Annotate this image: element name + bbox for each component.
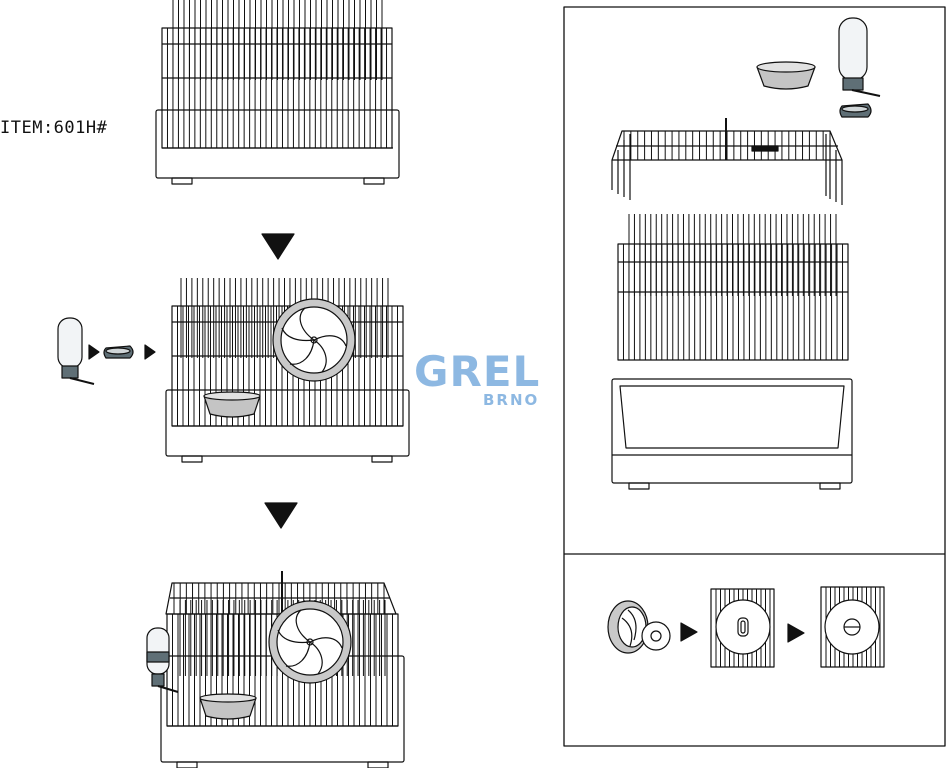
- brand-name: GREL: [414, 347, 541, 396]
- arrow-right-icon: [680, 622, 698, 642]
- water-bottle-icon: [57, 317, 95, 385]
- exercise-wheel-icon: [272, 298, 356, 382]
- exploded-wire-frame: [617, 214, 849, 361]
- step-3-cage: [146, 571, 405, 768]
- food-bowl-icon: [203, 391, 261, 418]
- arrow-right-icon: [88, 344, 100, 360]
- water-bottle-icon: [838, 17, 881, 97]
- bottle-clip-icon: [839, 103, 872, 118]
- water-bottle-icon: [146, 627, 179, 693]
- item-label: ITEM:601H#: [0, 118, 108, 138]
- arrow-right-icon: [144, 344, 156, 360]
- bottle-clip-icon: [103, 345, 134, 359]
- step-2-cage: [165, 278, 410, 463]
- cage-base-foot: [371, 455, 393, 463]
- exercise-wheel-icon: [607, 600, 671, 654]
- brand-city: BRNO: [482, 391, 540, 409]
- exploded-roof: [611, 118, 843, 205]
- cage-base-foot: [367, 761, 389, 768]
- brand-watermark: GREL BRNO: [414, 347, 541, 409]
- cage-base-foot: [171, 177, 193, 185]
- arrow-down-icon: [264, 502, 298, 529]
- cage-base-foot: [363, 177, 385, 185]
- exploded-accessories: [756, 17, 881, 118]
- cage-wire-front: [161, 28, 393, 148]
- cage-base-foot: [176, 761, 198, 768]
- wheel-mount-panel-1: [710, 588, 775, 668]
- step-1-cage: [155, 0, 400, 185]
- wheel-mount-sequence: [607, 586, 885, 668]
- exploded-view-frame: [563, 6, 946, 747]
- wheel-mount-panel-2: [820, 586, 885, 668]
- exploded-base: [611, 378, 853, 490]
- arrow-down-icon: [261, 233, 295, 260]
- food-bowl-icon: [756, 61, 816, 90]
- exercise-wheel-icon: [268, 600, 352, 684]
- arrow-right-icon: [787, 623, 805, 643]
- cage-base-foot: [181, 455, 203, 463]
- food-bowl-icon: [199, 693, 257, 720]
